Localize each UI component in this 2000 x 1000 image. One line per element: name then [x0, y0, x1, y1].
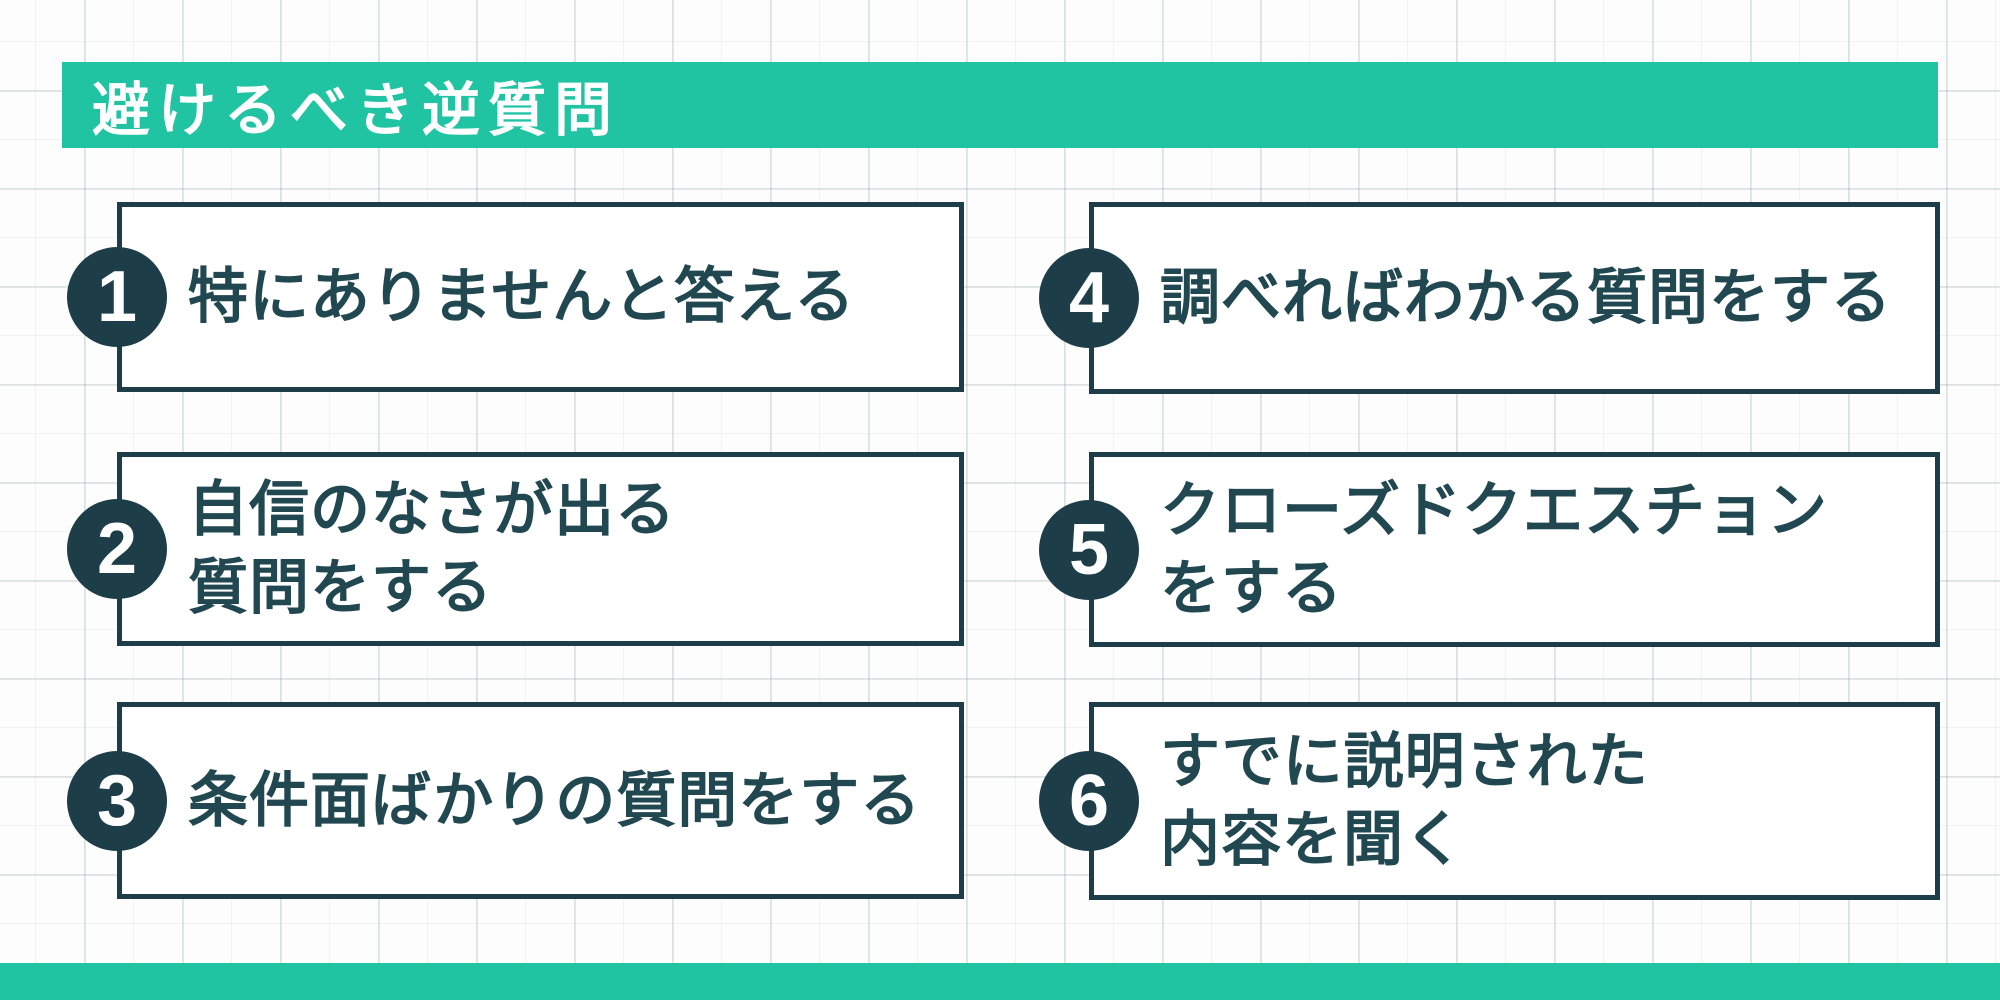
item-text-1: 特にありませんと答える [122, 258, 855, 336]
item-box-2: 2 自信のなさが出る 質問をする [67, 452, 964, 646]
title-bar: 避けるべき逆質問 [62, 62, 1938, 148]
item-text-2-line-1: 自信のなさが出る [188, 476, 676, 543]
item-number-badge-2: 2 [67, 499, 167, 599]
item-box-5: 5 クローズドクエスチョン をする [1039, 452, 1940, 647]
item-box-3: 3 条件面ばかりの質問をする [67, 702, 964, 899]
item-text-2: 自信のなさが出る 質問をする [122, 471, 676, 627]
item-text-1-line-1: 特にありませんと答える [188, 263, 856, 330]
item-text-3: 条件面ばかりの質問をする [122, 762, 921, 840]
item-number-badge-4: 4 [1039, 248, 1139, 348]
footer-bar [0, 963, 2000, 1000]
item-text-6-line-2: 内容を聞く [1160, 806, 1465, 873]
item-box-4: 4 調べればわかる質問をする [1039, 202, 1940, 394]
item-text-5-line-1: クローズドクエスチョン [1160, 476, 1828, 544]
item-text-6: すでに説明された 内容を聞く [1094, 723, 1649, 879]
item-text-5-line-2: をする [1160, 554, 1343, 622]
item-text-3-line-1: 条件面ばかりの質問をする [188, 766, 922, 834]
item-text-4-line-1: 調べればわかる質問をする [1160, 264, 1892, 331]
item-text-5: クローズドクエスチョン をする [1094, 472, 1828, 628]
page-title: 避けるべき逆質問 [92, 78, 621, 143]
item-text-2-line-2: 質問をする [188, 554, 493, 621]
item-text-4: 調べればわかる質問をする [1094, 259, 1892, 337]
item-box-6: 6 すでに説明された 内容を聞く [1039, 702, 1940, 900]
item-number-badge-6: 6 [1039, 751, 1139, 851]
item-number-badge-1: 1 [67, 247, 167, 347]
item-box-1: 1 特にありませんと答える [67, 202, 964, 392]
item-number-badge-5: 5 [1039, 499, 1139, 600]
item-number-badge-3: 3 [67, 750, 167, 851]
item-text-6-line-1: すでに説明された [1160, 728, 1649, 795]
